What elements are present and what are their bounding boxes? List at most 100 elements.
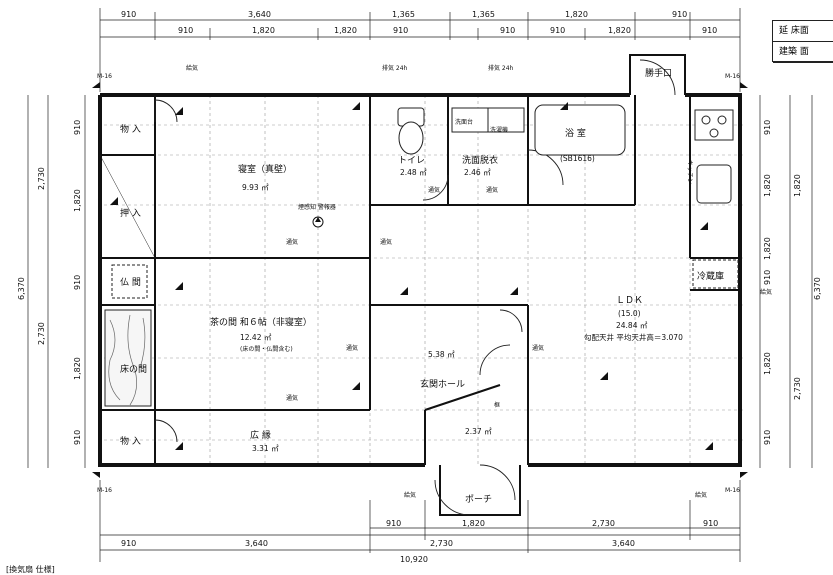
toilet-bowl	[398, 121, 424, 155]
room-kitchen: キッチン	[686, 160, 693, 184]
room-hall-area: 5.38 ㎡	[428, 350, 455, 359]
butsuma-space	[111, 264, 148, 299]
dim-top-inner-4: 910	[500, 26, 515, 35]
dim-left-mid-1: 2,730	[37, 322, 46, 345]
tsuuki-6: 通気	[532, 344, 544, 352]
room-chanoma-note: (床の間・仏間含む)	[240, 345, 293, 353]
dim-bottom-outer-3: 3,640	[612, 539, 635, 548]
dim-left-mid-0: 2,730	[37, 167, 46, 190]
room-closet2: 物 入	[120, 435, 141, 447]
doors	[154, 59, 676, 516]
room-porch: ポーチ	[465, 494, 492, 505]
dim-bottom-inner-0: 910	[386, 519, 401, 528]
room-hall-name: 玄関ホール	[420, 378, 465, 390]
haiki-wash: 排気 24h	[488, 64, 514, 72]
room-bath-name: 浴 室	[565, 127, 586, 139]
room-washroom-name: 洗面脱衣	[462, 154, 498, 166]
room-chanoma-name: 茶の間 和６帖（非寝室）	[210, 316, 312, 328]
dim-left-inner-1: 1,820	[73, 189, 82, 212]
room-sentakuki: 洗濯機	[490, 126, 508, 134]
tsuuki-2: 通気	[380, 238, 392, 246]
kyuki-bottom-left: 給気	[404, 491, 416, 499]
dim-top-outer-2: 1,365	[392, 10, 415, 19]
room-toilet-area: 2.48 ㎡	[400, 168, 427, 177]
haiki-toilet: 排気 24h	[382, 64, 408, 72]
tsuuki-7: 通気	[286, 394, 298, 402]
dim-right-inner-3: 910	[763, 270, 772, 285]
dim-top-inner-7: 910	[702, 26, 717, 35]
m16-top-right: M-16	[725, 73, 740, 80]
kitchen-sink	[696, 164, 732, 204]
room-labels: 物 入 押 入 仏 間 床の間 物 入 寝室（真壁） 9.93 ㎡ 茶の間 和６…	[120, 67, 724, 505]
dimensions-top: 910 3,640 1,365 1,365 1,820 910 910 1,82…	[99, 8, 741, 92]
room-ldk-note: 勾配天井 平均天井高＝3.070	[584, 332, 683, 342]
dim-right-inner-5: 910	[763, 430, 772, 445]
dim-left-inner-0: 910	[73, 120, 82, 135]
dim-top-inner-1: 1,820	[252, 26, 275, 35]
tsuuki-4: 通気	[486, 186, 498, 194]
dim-top-inner-6: 1,820	[608, 26, 631, 35]
m16-bottom-left: M-16	[97, 487, 112, 494]
kyuki-ldk: 給気	[760, 288, 772, 296]
tsuuki-5: 通気	[346, 344, 358, 352]
room-entrance-area: 2.37 ㎡	[465, 427, 492, 436]
room-senmendai: 洗面台	[455, 118, 473, 126]
room-hiroen-area: 3.31 ㎡	[252, 444, 279, 453]
dim-left-inner-3: 1,820	[73, 357, 82, 380]
tsuuki-3: 通気	[428, 186, 440, 194]
room-ldk-area: 24.84 ㎡	[616, 321, 648, 330]
room-chanoma-area: 12.42 ㎡	[240, 333, 272, 342]
fridge-space	[692, 259, 739, 289]
room-tokonoma: 床の間	[120, 363, 147, 375]
washer	[487, 107, 525, 133]
room-ldk-name: ＬＤＫ	[616, 296, 643, 306]
dim-left-total: 6,370	[17, 277, 26, 300]
dim-bottom-outer-1: 3,640	[245, 539, 268, 548]
room-toilet-name: トイレ	[398, 156, 425, 166]
dim-top-inner-0: 910	[178, 26, 193, 35]
dim-bottom-inner-3: 910	[703, 519, 718, 528]
dim-left-inner-2: 910	[73, 275, 82, 290]
dim-top-outer-3: 1,365	[472, 10, 495, 19]
dim-bottom-inner-2: 2,730	[592, 519, 615, 528]
dim-top-outer-5: 910	[672, 10, 687, 19]
dimensions-right: 910 1,820 1,820 910 1,820 910 1,820 2,73…	[759, 95, 822, 468]
smoke-detector-label: 煙感知 警報器	[298, 203, 336, 211]
tsuuki-1: 通気	[286, 238, 298, 246]
room-ldk-sub: (15.0)	[618, 309, 641, 318]
dim-top-inner-3: 910	[393, 26, 408, 35]
dim-bottom-outer-0: 910	[121, 539, 136, 548]
dim-bottom-outer-2: 2,730	[430, 539, 453, 548]
room-kamachi: 框	[494, 401, 500, 409]
room-bedroom-area: 9.93 ㎡	[242, 183, 269, 192]
room-butsuma: 仏 間	[120, 277, 141, 288]
dim-left-inner-4: 910	[73, 430, 82, 445]
room-bedroom-name: 寝室（真壁）	[238, 163, 292, 175]
m16-bottom-right: M-16	[725, 487, 740, 494]
dim-right-total: 6,370	[813, 277, 822, 300]
washbasin	[451, 107, 489, 133]
room-washroom-area: 2.46 ㎡	[464, 168, 491, 177]
dim-top-outer-4: 1,820	[565, 10, 588, 19]
m16-markers: M-16 M-16 M-16 M-16	[92, 73, 748, 494]
room-hiroen-name: 広 縁	[250, 429, 271, 441]
dim-top-inner-2: 1,820	[334, 26, 357, 35]
room-bath-sub: (SB1616)	[560, 154, 595, 163]
dim-bottom-total: 10,920	[400, 555, 428, 564]
dim-top-outer-0: 910	[121, 10, 136, 19]
kyuki-bottom-right: 給気	[695, 491, 707, 499]
room-closet1: 物 入	[120, 123, 141, 135]
room-fridge: 冷蔵庫	[697, 270, 724, 282]
dim-top-inner-5: 910	[550, 26, 565, 35]
dimensions-left: 910 1,820 910 1,820 910 2,730 2,730 6,37…	[17, 95, 86, 468]
walls	[98, 54, 742, 516]
dim-bottom-inner-1: 1,820	[462, 519, 485, 528]
dim-top-outer-1: 3,640	[248, 10, 271, 19]
bathtub	[534, 104, 626, 156]
title-block: 延 床面 建築 面	[772, 20, 833, 63]
room-oshiire: 押 入	[120, 207, 141, 219]
dim-right-inner-0: 910	[763, 120, 772, 135]
ventilation-labels: 給気 排気 24h 排気 24h 給気 給気 給気 通気 通気 通気 通気 通気…	[186, 64, 772, 499]
section-markers	[110, 102, 713, 450]
